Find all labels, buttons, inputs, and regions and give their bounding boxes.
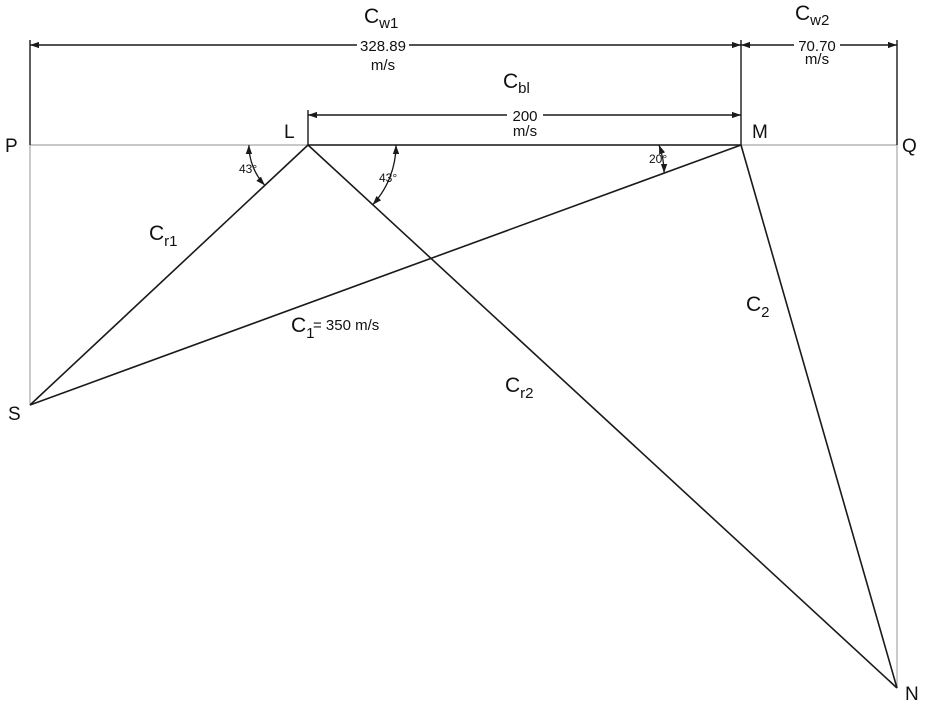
label-cw2: Cw2 — [795, 2, 829, 29]
relative-velocity-line-cr1 — [29, 144, 309, 406]
label-mask-cw1 — [357, 38, 409, 53]
point-label-n: N — [905, 684, 919, 705]
value-c1: = 350 m/s — [313, 317, 379, 334]
angle-arc-beta1 — [245, 144, 266, 186]
angle-label-alpha1: 20° — [649, 152, 667, 166]
label-c1: C1 — [291, 314, 315, 342]
label-cbl: Cbl — [503, 70, 530, 97]
unit-cbl: m/s — [513, 123, 537, 140]
angle-arc-alpha1 — [658, 144, 668, 174]
label-cr2: Cr2 — [505, 374, 534, 402]
angle-label-beta1: 43° — [239, 162, 257, 176]
point-label-q: Q — [902, 136, 917, 157]
absolute-velocity-line-c1 — [29, 144, 742, 406]
label-mask-cbl — [507, 108, 543, 123]
value-cw2: 70.70 — [798, 38, 836, 55]
angle-arc-beta2 — [372, 144, 400, 206]
angle-label-beta2: 43° — [379, 171, 397, 185]
absolute-velocity-line-c2 — [740, 144, 898, 689]
point-label-s: S — [8, 404, 21, 425]
label-c2: C2 — [746, 293, 770, 321]
point-label-m: M — [752, 122, 768, 143]
relative-velocity-line-cr2 — [307, 144, 898, 689]
value-cbl: 200 — [512, 108, 537, 125]
value-cw1: 328.89 — [360, 38, 406, 55]
point-label-p: P — [5, 136, 18, 157]
point-label-l: L — [284, 122, 295, 143]
label-mask-cw2 — [794, 38, 840, 53]
label-cr1: Cr1 — [149, 222, 178, 250]
label-cw1: Cw1 — [364, 5, 398, 32]
unit-cw1: m/s — [371, 57, 395, 74]
unit-cw2: m/s — [805, 51, 829, 68]
